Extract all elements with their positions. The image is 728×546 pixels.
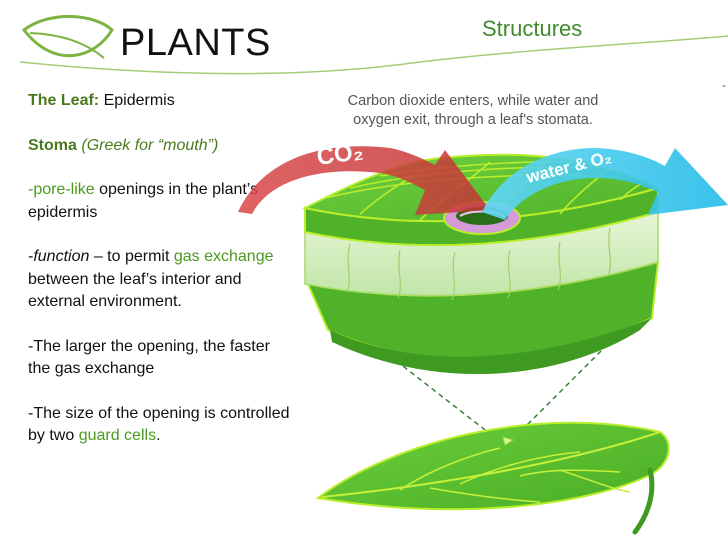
function-rest: between the leaf’s interior and external… [28, 270, 242, 311]
projection-line-right [511, 299, 653, 441]
function-word: function [33, 248, 90, 265]
paragraph-function: -function – to permit gas exchange betwe… [28, 246, 290, 314]
page-title: PLANTS [120, 22, 271, 64]
guard-cells-highlight: guard cells [78, 427, 157, 444]
stoma-label: Stoma [28, 136, 77, 154]
paragraph-guard-cells: -The size of the opening is controlled b… [28, 403, 290, 448]
header-decoration [19, 14, 728, 75]
heading-line: The Leaf: Epidermis [28, 90, 290, 113]
pore-rest: openings in the plant’s epidermis [28, 181, 259, 221]
whole-leaf [315, 421, 670, 535]
co2-arrow: CO₂ [238, 138, 490, 215]
paragraph-larger-opening: -The larger the opening, the faster the … [28, 337, 270, 378]
stray-mark: - [722, 78, 726, 92]
paragraph-pore: -pore-like openings in the plant’s epide… [28, 179, 290, 224]
caption-line-1: Carbon dioxide enters, while water and [347, 93, 599, 109]
heading-bold: The Leaf: [28, 92, 100, 109]
pore-like-highlight: -pore-like [28, 181, 95, 198]
gas-exchange-highlight: gas exchange [173, 248, 274, 265]
function-mid: – to permit [89, 248, 174, 265]
diagram-caption: Carbon dioxide enters, while water and o… [318, 92, 628, 130]
guard-end: . [156, 427, 161, 444]
function-dash: - [28, 248, 34, 265]
co2-label: CO₂ [315, 138, 365, 171]
stoma-line: Stoma (Greek for “mouth”) [28, 135, 290, 158]
leaf-cross-section [302, 153, 661, 375]
guard-start: -The size of the opening is controlled b… [28, 404, 290, 445]
body-text: The Leaf: Epidermis Stoma (Greek for “mo… [28, 90, 290, 448]
header-swoosh-line [19, 35, 728, 75]
leaf-logo-icon [21, 14, 114, 59]
section-subtitle: Structures [482, 16, 583, 41]
stoma-note: (Greek for “mouth”) [81, 136, 219, 154]
caption-line-2: oxygen exit, through a leaf's stomata. [353, 112, 593, 128]
heading-rest: Epidermis [99, 92, 175, 109]
